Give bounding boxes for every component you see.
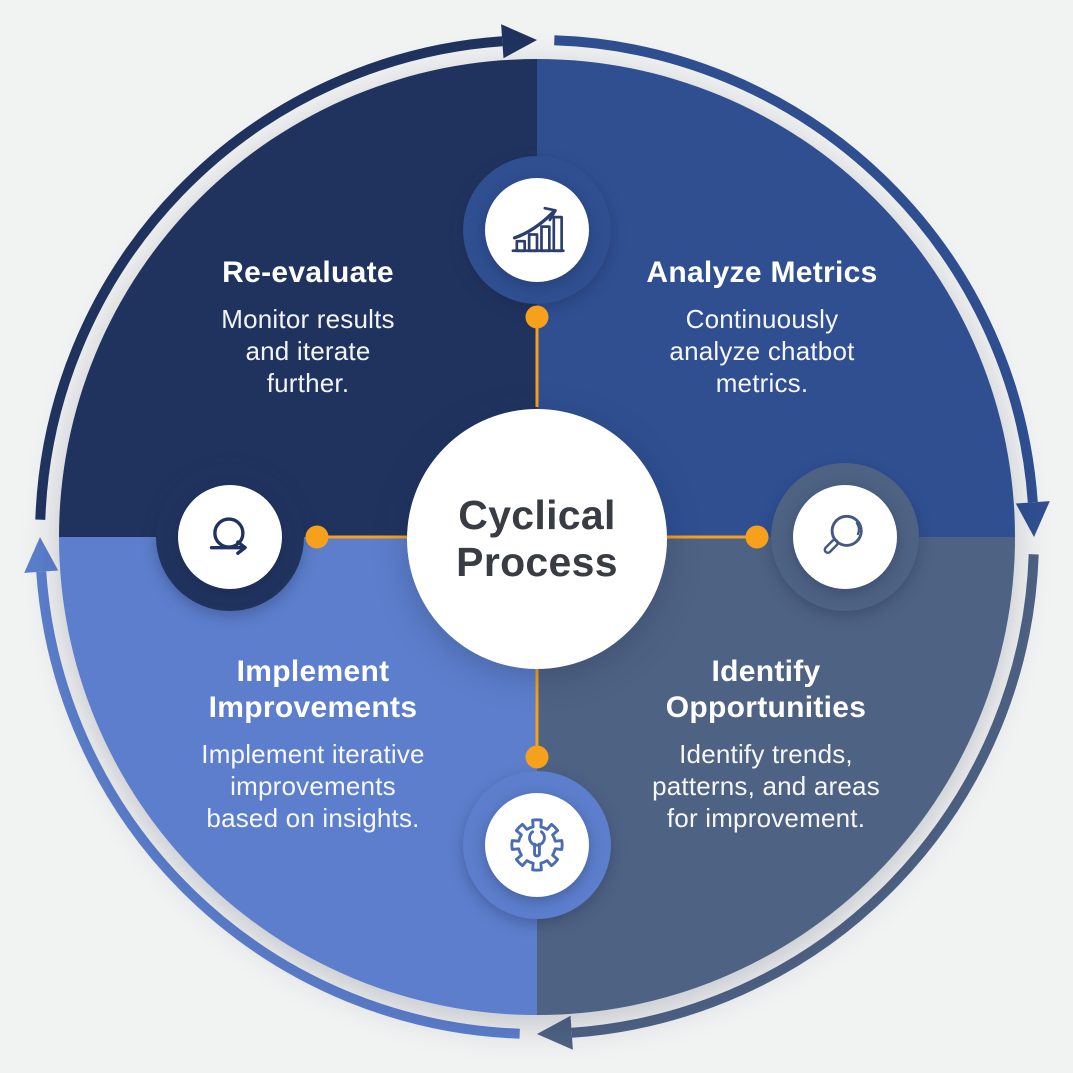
quadrant-analyze-metrics [537,59,1015,537]
center-title: Cyclical Process [456,492,618,585]
step-label-implement-improvements: Implement Improvements Implement iterati… [123,654,503,834]
step-title: Implement Improvements [208,655,418,724]
step-description: Monitor results and iterate further. [221,304,395,398]
arrowhead-icon [501,24,537,59]
icon-node-right [793,485,897,589]
cycle-arrow-top-right [554,35,1050,537]
gear-wrench-icon [510,818,564,872]
icon-node-left [178,485,282,589]
arrowhead-icon [1015,501,1050,537]
connector-dot [525,305,549,329]
center-circle [407,409,667,669]
step-description: Implement iterative improvements based o… [201,739,425,833]
quadrant-implement-improvements [59,537,537,1015]
step-title: Re-evaluate [222,256,394,289]
quadrant-identify-opportunities [537,537,1015,1015]
step-description: Identify trends, patterns, and areas for… [652,739,880,833]
arrowhead-icon [537,1015,573,1050]
step-label-identify-opportunities: Identify Opportunities Identify trends, … [576,654,956,834]
quadrant-re-evaluate [59,59,537,537]
cycle-arrow-top-left [35,24,537,520]
step-label-re-evaluate: Re-evaluate Monitor results and iterate … [118,255,498,399]
icon-node-top [485,178,589,282]
magnifier-icon [823,514,863,554]
arrowhead-icon [24,537,59,573]
connector-dot [525,745,549,769]
agile-loop-icon [209,517,247,555]
step-label-analyze-metrics: Analyze Metrics Continuously analyze cha… [572,255,952,399]
cycle-arrow-bottom-left [24,537,520,1039]
step-title: Identify Opportunities [665,655,867,724]
connector-dot [305,525,329,549]
step-description: Continuously analyze chatbot metrics. [669,304,855,398]
cycle-arrow-bottom-right [537,554,1039,1050]
connector-dot [745,525,769,549]
connectors [305,305,769,769]
growth-chart-icon [511,206,565,253]
step-title: Analyze Metrics [646,256,878,289]
